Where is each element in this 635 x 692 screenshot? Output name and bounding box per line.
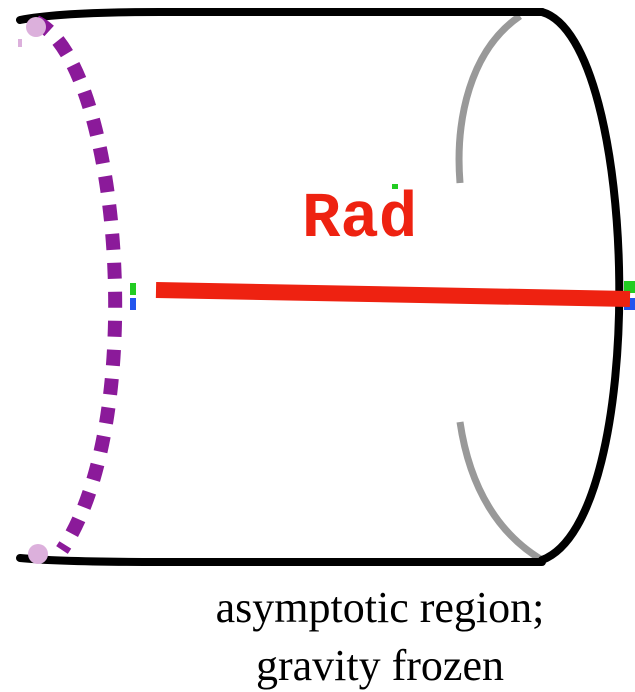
label-marker-green — [392, 184, 398, 189]
left-edge-marker-top — [18, 39, 22, 47]
caption-line-1: asymptotic region; — [215, 583, 545, 632]
left-dotted-boundary — [32, 15, 123, 554]
caption-line-2: gravity frozen — [256, 641, 504, 690]
right-cap-back-rim-lower — [456, 421, 544, 564]
right-marker-green — [624, 281, 635, 293]
boundary-top-endpoint — [26, 17, 46, 37]
radiation-label: Rad — [302, 184, 417, 256]
radiation-line — [155, 282, 631, 307]
cylinder-bottom-edge — [16, 554, 546, 566]
cylinder-right-front-rim — [538, 8, 624, 564]
left-marker-blue — [130, 298, 136, 310]
right-cap-back-rim-upper — [455, 13, 522, 184]
cylinder-top-edge — [16, 7, 546, 24]
left-marker-green — [130, 283, 136, 295]
boundary-bottom-endpoint — [28, 544, 48, 564]
